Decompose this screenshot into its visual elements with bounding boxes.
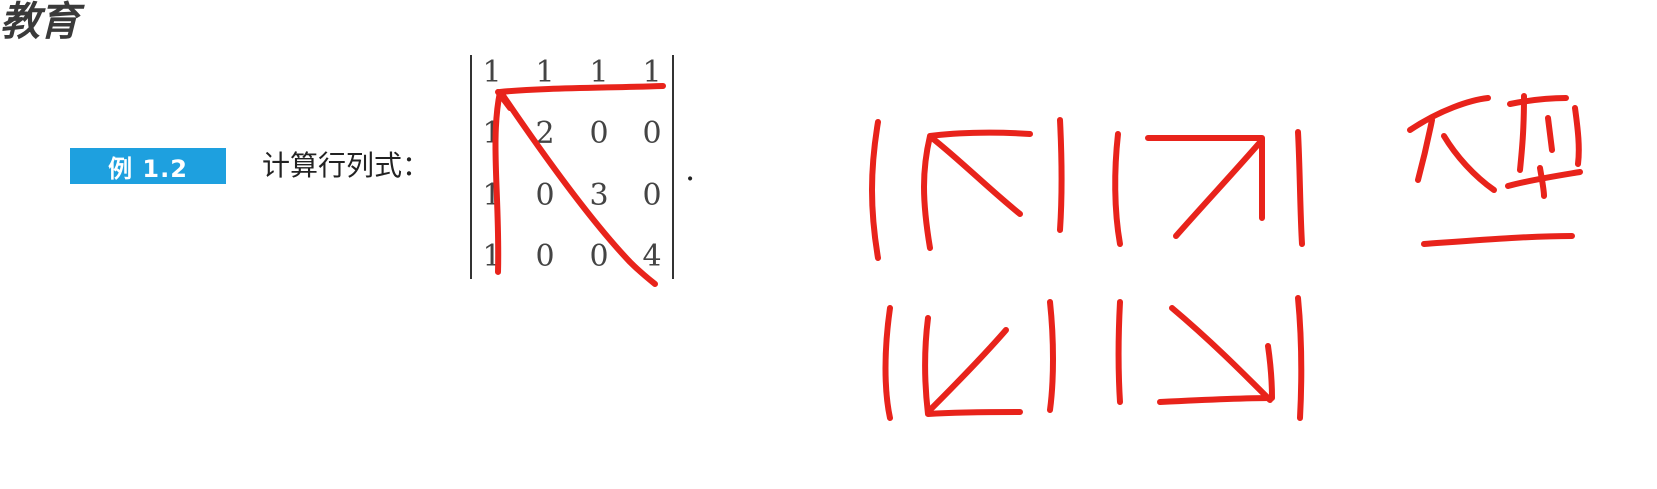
sketch-bar-right: [1047, 299, 1056, 413]
matrix-cell: 3: [589, 178, 609, 213]
matrix-cell: 1: [482, 55, 502, 90]
note-stroke: [1545, 115, 1555, 153]
sketch-arrow-tl: [921, 129, 1033, 251]
claw-outline-stroke: [492, 83, 666, 275]
brand-logo-text: 教育: [0, 0, 79, 45]
matrix-cell: 1: [642, 55, 662, 90]
note-stroke: [1421, 233, 1575, 247]
matrix-cell: 0: [589, 116, 609, 151]
sketch-arrow-br: [1169, 305, 1273, 403]
sketch-arrow-br-base: [1157, 343, 1275, 405]
matrix-cell: 0: [589, 239, 609, 274]
sketch-arrow-tr-diag: [1173, 137, 1265, 239]
matrix-cell: 1: [535, 55, 555, 90]
sketch-arrow-tl-diag: [929, 135, 1023, 217]
claw-top-tick: [495, 89, 513, 111]
note-stroke: [1572, 105, 1582, 167]
trailing-period: .: [685, 150, 696, 188]
determinant-right-bar: [672, 55, 674, 279]
sketch-bar-right: [1057, 117, 1065, 233]
note-stroke: [1441, 133, 1497, 193]
example-label-badge: 例 1.2: [70, 148, 226, 184]
sketch-arrow-bl-diag: [925, 327, 1009, 415]
sketch-bar-right: [1295, 295, 1305, 421]
note-stroke: [1507, 95, 1569, 107]
note-stroke: [1537, 165, 1547, 199]
matrix-cell: 0: [535, 178, 555, 213]
problem-prompt: 计算行列式：: [262, 149, 431, 182]
determinant-left-bar: [470, 55, 472, 279]
note-stroke: [1517, 93, 1527, 173]
sketch-bar-left: [882, 305, 893, 421]
matrix-cell: 1: [589, 55, 609, 90]
matrix-cell: 0: [642, 178, 662, 213]
claw-diagonal-stroke: [499, 91, 658, 287]
matrix-cell: 4: [642, 239, 662, 274]
sketch-bar-left: [869, 119, 881, 261]
matrix-cell: 0: [642, 116, 662, 151]
note-stroke: [1407, 95, 1491, 133]
note-stroke: [1415, 117, 1435, 183]
sketch-bar-right: [1295, 129, 1305, 247]
sketch-bar-left: [1112, 131, 1123, 247]
sketch-bar-left: [1115, 299, 1123, 405]
matrix-cell: 0: [535, 239, 555, 274]
matrix-cell: 2: [535, 116, 555, 151]
